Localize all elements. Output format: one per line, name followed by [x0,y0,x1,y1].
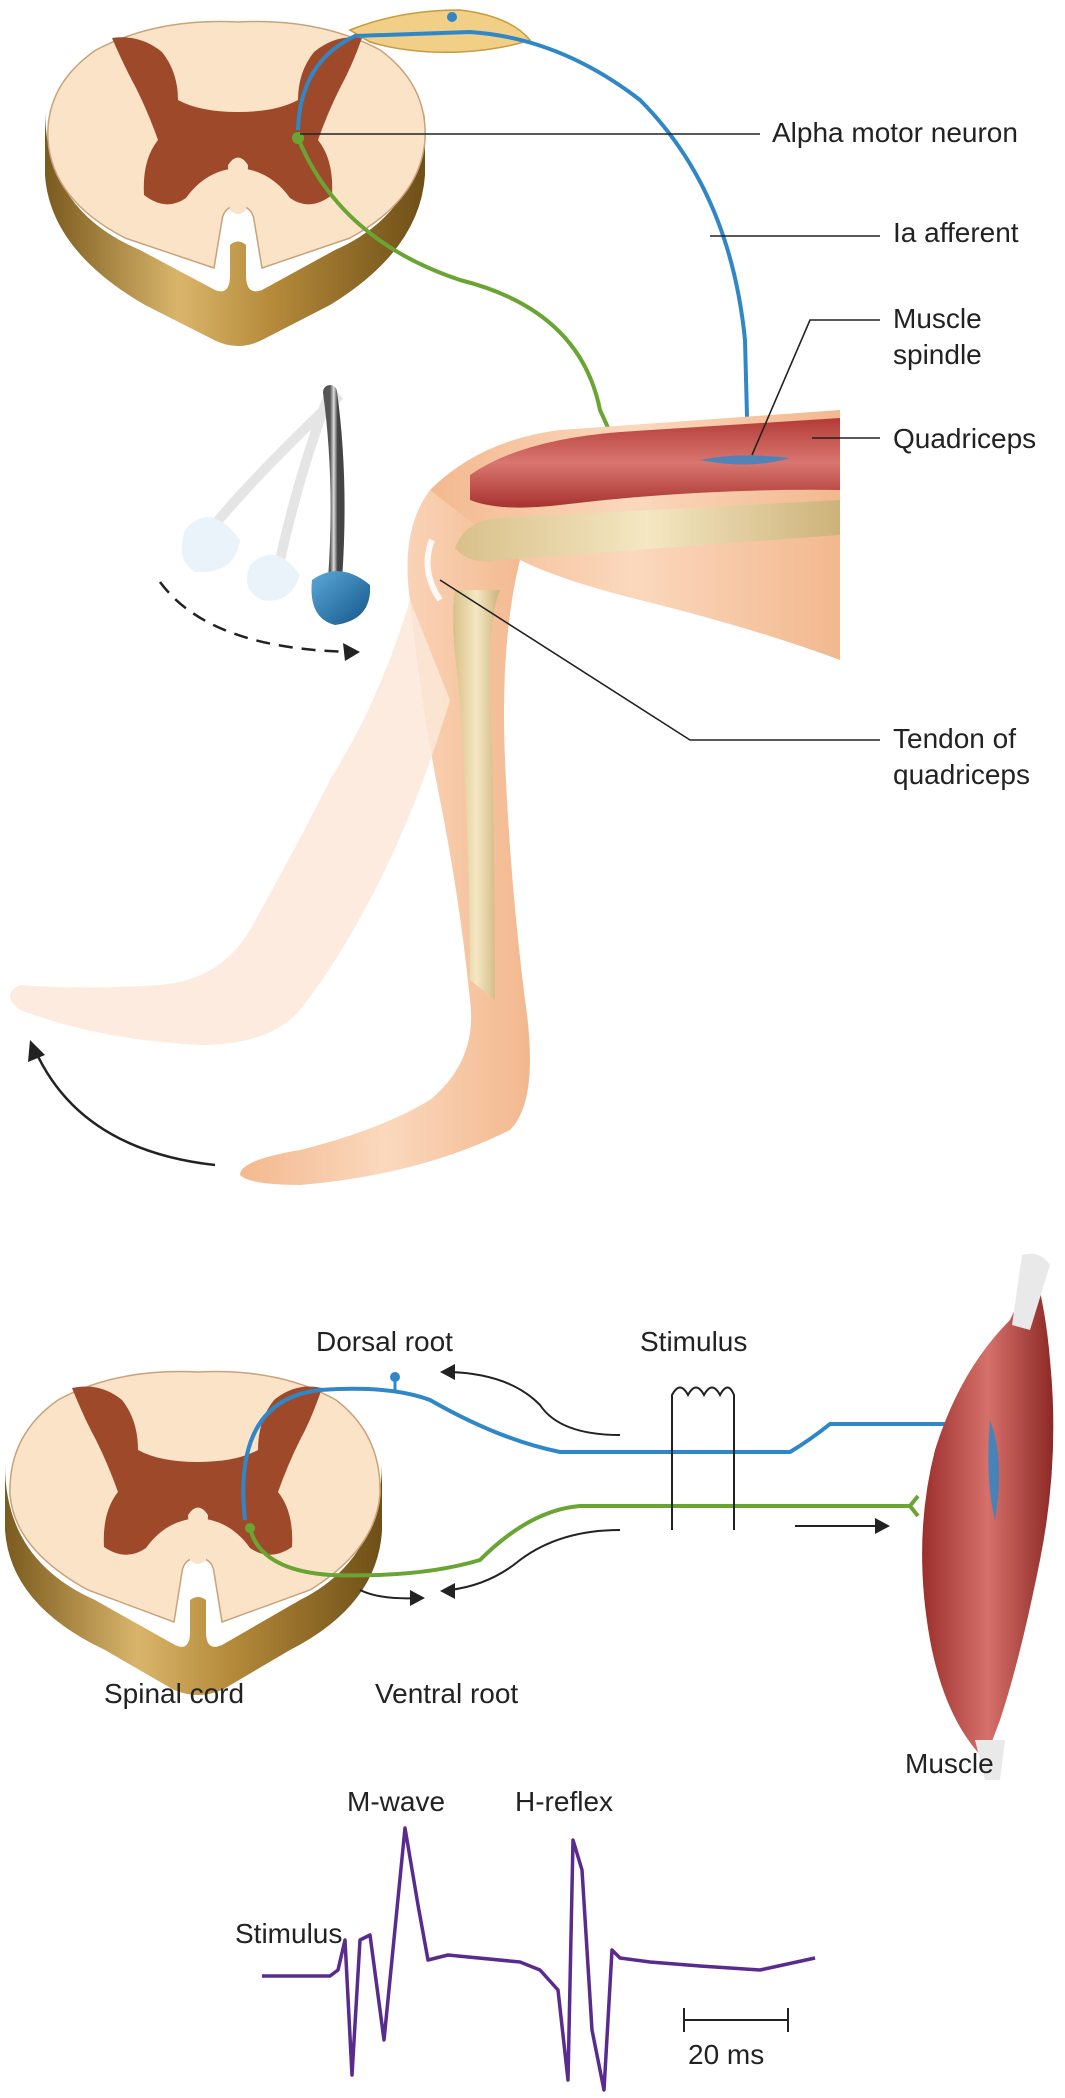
label-ia-afferent: Ia afferent [893,217,1019,248]
leg-kick-arrowhead [28,1040,45,1062]
emg-trace [262,1826,816,2092]
bottom-motor-soma [245,1523,255,1533]
femur [455,500,840,562]
label-quadriceps: Quadriceps [893,423,1037,454]
alpha-motor-neuron-soma [292,132,304,144]
label-muscle: Muscle [905,1748,994,1779]
label-ventral-root: Ventral root [375,1678,519,1709]
reflex-hammer-ghosts [181,390,344,601]
spinal-cord-bottom-central-canal [188,1507,208,1564]
spinal-cord-bottom-grey-matter [72,1386,322,1555]
label-muscle-spindle-line1: Muscle [893,303,982,334]
ganglion-cell-body [447,12,457,22]
bottom-motor-fiber [248,1504,910,1578]
tibia [453,590,500,1000]
label-spinal-cord: Spinal cord [104,1678,245,1709]
reflex-hammer [311,385,371,625]
spinal-cord-bottom [5,1370,382,1695]
patellar-tendon [424,538,443,602]
hammer-swing-arrowhead [343,643,360,661]
label-m-wave: M-wave [347,1786,446,1817]
conduction-arrowheads [410,1364,890,1606]
leg-illustration [10,410,840,1185]
stimulus-electrode [671,1386,735,1530]
leg-kick-arrow [33,1049,216,1167]
muscle-tendon-bottom [975,1740,1005,1780]
spinal-cord-top-grey-matter [112,37,362,205]
label-scale-bar: 20 ms [688,2039,765,2070]
label-h-reflex: H-reflex [515,1786,614,1817]
label-tendon-line2: quadriceps [893,759,1030,790]
label-stimulus-trace: Stimulus [235,1918,343,1949]
spinal-cord-top [45,20,426,346]
spinal-cord-top-central-canal [228,157,248,214]
spinal-cord-top-side [45,110,425,346]
ia-afferent-fiber [296,29,750,456]
quadriceps-muscle [470,418,840,508]
muscle-tendon-top [1012,1253,1050,1330]
bottom-muscle-spindle [988,1420,999,1520]
top-leader-lines [300,133,880,741]
label-tendon-line1: Tendon of [893,723,1016,754]
label-alpha-motor-neuron: Alpha motor neuron [772,117,1018,148]
label-dorsal-root: Dorsal root [316,1326,453,1357]
bottom-ia-afferent-fiber [241,1386,990,1521]
label-muscle-spindle-line2: spindle [893,339,982,370]
bottom-end-plate [908,1494,920,1518]
muscle-spindle [700,455,790,465]
alpha-motor-neuron-axon [296,137,627,466]
ghost-lower-leg [10,600,450,1045]
muscle-belly [922,1255,1054,1760]
label-stimulus-coil: Stimulus [640,1326,748,1357]
scale-bar [683,2008,789,2032]
spinal-cord-bottom-side [5,1465,382,1695]
